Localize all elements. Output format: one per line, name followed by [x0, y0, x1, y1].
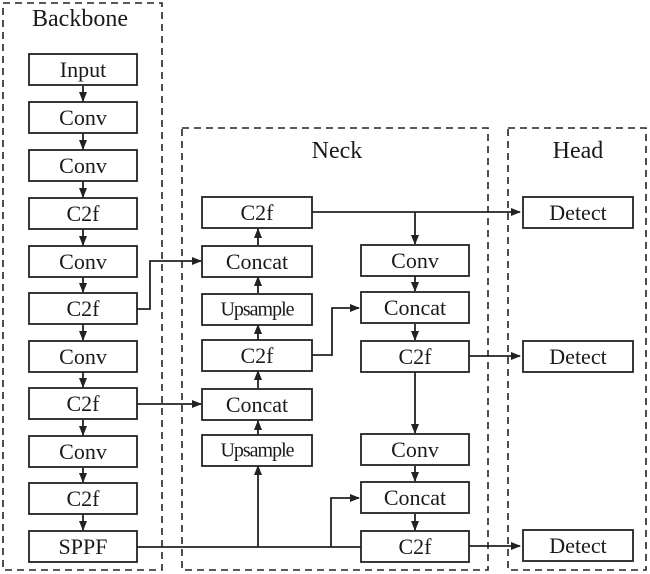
backbone-node-conv-3: Conv: [28, 245, 138, 278]
edges: [79, 86, 521, 550]
node-label: Detect: [549, 533, 606, 558]
node-label: Conv: [391, 248, 439, 273]
node-label: Detect: [549, 200, 606, 225]
node-label: Concat: [226, 249, 288, 274]
backbone-group: [2, 2, 163, 571]
node-label: C2f: [399, 534, 433, 559]
neck-node-c2f-b: C2f: [360, 530, 470, 563]
neck-node-concat-2: Concat: [201, 388, 313, 421]
node-label: Conv: [59, 249, 107, 274]
head-node-detect-1: Detect: [522, 196, 634, 229]
backbone-node-conv-2: Conv: [28, 149, 138, 182]
backbone-node-sppf: SPPF: [28, 530, 138, 563]
neck-node-concat-a: Concat: [360, 291, 470, 324]
backbone-node-c2f-3: C2f: [28, 387, 138, 420]
backbone-node-conv-5: Conv: [28, 435, 138, 468]
head-node-detect-2: Detect: [522, 340, 634, 373]
node-label: C2f: [67, 391, 101, 416]
backbone-node-c2f-4: C2f: [28, 482, 138, 515]
edge-sppf-to-concat-b: [330, 494, 360, 547]
backbone-node-c2f-2: C2f: [28, 292, 138, 325]
neck-title: Neck: [312, 138, 363, 164]
node-label: Concat: [384, 295, 446, 320]
neck-node-conv-a: Conv: [360, 244, 470, 277]
node-label: C2f: [67, 296, 101, 321]
edge-c2f-mid-concat-a: [312, 304, 360, 356]
node-label: Conv: [59, 344, 107, 369]
backbone-node-c2f-1: C2f: [28, 197, 138, 230]
node-label: Concat: [384, 485, 446, 510]
node-label: Input: [60, 57, 106, 82]
backbone-node-conv-4: Conv: [28, 340, 138, 373]
head-title: Head: [553, 138, 604, 164]
head-group: [507, 127, 647, 571]
neck-node-c2f-top: C2f: [201, 196, 313, 229]
neck-node-concat-1: Concat: [201, 245, 313, 278]
node-label: C2f: [241, 343, 275, 368]
backbone-node-conv-1: Conv: [28, 101, 138, 134]
node-label: Conv: [59, 439, 107, 464]
node-label: SPPF: [59, 534, 108, 559]
neck-node-upsample-2: Upsample: [201, 434, 313, 467]
node-label: Concat: [226, 392, 288, 417]
node-label: C2f: [241, 200, 275, 225]
neck-node-c2f-mid: C2f: [201, 339, 313, 372]
neck-node-upsample-1: Upsample: [201, 293, 313, 326]
node-label: Conv: [59, 105, 107, 130]
neck-node-concat-b: Concat: [360, 481, 470, 514]
backbone-title: Backbone: [32, 6, 128, 32]
neck-node-conv-b: Conv: [360, 433, 470, 466]
edge-bb-c2f-to-concat1: [137, 257, 202, 310]
neck-group: [181, 127, 489, 571]
node-label: Conv: [391, 437, 439, 462]
node-label: C2f: [67, 201, 101, 226]
node-label: Detect: [549, 344, 606, 369]
node-label: Conv: [59, 153, 107, 178]
head-node-detect-3: Detect: [522, 529, 634, 562]
neck-node-c2f-a: C2f: [360, 340, 470, 373]
node-label: Upsample: [220, 299, 294, 321]
node-label: C2f: [67, 486, 101, 511]
node-label: C2f: [399, 344, 433, 369]
backbone-node-input: Input: [28, 53, 138, 86]
node-label: Upsample: [220, 440, 294, 462]
